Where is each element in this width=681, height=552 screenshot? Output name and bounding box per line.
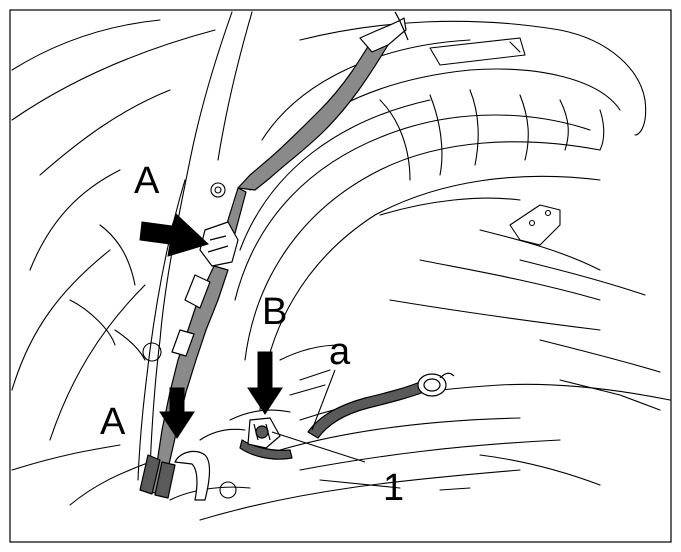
harness-clip-A-upper [199, 221, 239, 267]
connector-B [239, 417, 293, 460]
arrow-right-down-icon [139, 213, 209, 257]
label-a: a [329, 331, 351, 373]
label-A-upper: A [134, 160, 160, 202]
arrow-down-icon [159, 387, 195, 439]
label-A-lower: A [100, 401, 126, 443]
leader-a [311, 369, 336, 431]
label-1: 1 [383, 467, 404, 509]
harness-sleeve [359, 17, 407, 53]
wiring-harness [139, 11, 409, 501]
cable-a [307, 372, 455, 439]
arrow-down-icon [247, 351, 283, 415]
harness-lower-grommet [174, 450, 211, 501]
leader-lines [271, 369, 366, 463]
callout-arrows [139, 213, 283, 439]
leader-1 [271, 431, 366, 463]
label-B: B [262, 291, 287, 333]
